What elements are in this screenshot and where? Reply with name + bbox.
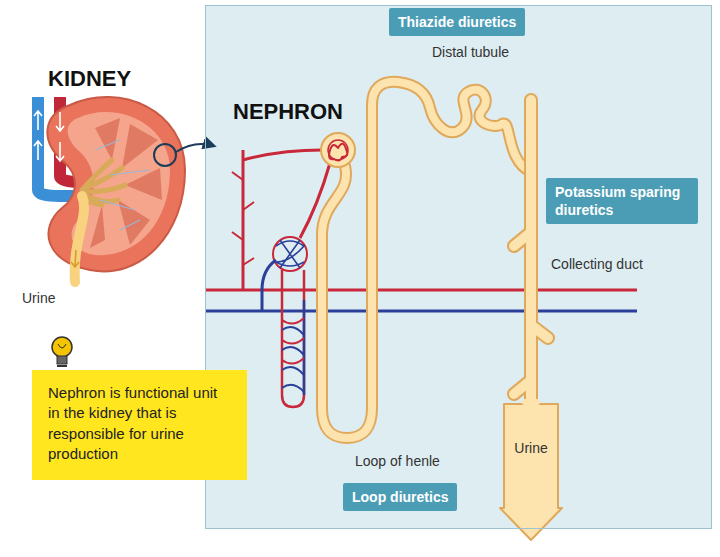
lightbulb-icon-part — [58, 344, 66, 348]
panel-heading: NEPHRON — [233, 99, 343, 125]
drug-label: Thiazide diuretics — [398, 13, 516, 31]
lightbulb-icon-part — [57, 365, 67, 367]
kidney-title: KIDNEY — [48, 66, 131, 92]
kidney-illustration-part — [95, 140, 150, 230]
note-text: Nephron is functional unit in the kidney… — [48, 383, 233, 464]
kidney-illustration-part-part — [56, 142, 64, 161]
nephron-tubule-part — [514, 100, 548, 410]
zoom-pointer-part — [154, 144, 176, 166]
note-box: Nephron is functional unit in the kidney… — [32, 370, 247, 480]
urine-label: Urine — [22, 290, 55, 306]
kidney-illustration-part-part — [56, 112, 64, 131]
nephron-tubule-part — [322, 82, 531, 438]
kidney-illustration-part-part — [82, 185, 125, 192]
nephron-tubule-part — [322, 82, 531, 438]
kidney-illustration-part-part — [34, 141, 42, 160]
kidney-illustration-part — [47, 97, 185, 271]
kidney-illustration — [34, 97, 185, 282]
nephron-tubule-part — [525, 399, 537, 405]
blood-vessels-part — [262, 260, 276, 311]
kidney-illustration-part — [75, 196, 84, 282]
nephron-tubule-part — [328, 140, 348, 160]
drug-label-box: Thiazide diuretics — [389, 8, 525, 36]
drug-label-box: Potassium sparing diuretics — [546, 178, 698, 224]
lightbulb-icon-part — [57, 356, 67, 364]
part-label: Loop of henle — [355, 453, 440, 469]
nephron-tubule-part — [514, 100, 548, 410]
kidney-illustration-part-part — [95, 118, 120, 160]
part-label: Distal tubule — [432, 44, 509, 60]
zoom-pointer-part — [176, 144, 214, 152]
kidney-illustration-part — [71, 250, 79, 267]
nephron-tubule-part — [500, 404, 562, 540]
drug-label-box: Loop diuretics — [343, 483, 457, 511]
kidney-illustration-part — [82, 160, 125, 205]
kidney-illustration-part — [34, 111, 64, 161]
blood-vessels-part — [243, 150, 322, 160]
urine-label: Urine — [514, 440, 547, 456]
part-label: Collecting duct — [551, 256, 643, 272]
kidney-illustration-part-part — [71, 250, 79, 267]
lightbulb-icon-part — [52, 337, 72, 357]
kidney-illustration-part-part — [90, 205, 105, 248]
drug-label: Loop diuretics — [352, 488, 448, 506]
blood-vessels-part — [273, 237, 307, 271]
blood-vessels-part — [242, 150, 245, 290]
blood-vessels-part — [282, 270, 304, 407]
kidney-illustration-part-part — [34, 111, 42, 130]
lightbulb-icon — [52, 337, 72, 366]
blood-vessels-part — [282, 318, 304, 364]
nephron-tubule-part — [321, 133, 355, 167]
blood-vessels-part — [232, 172, 254, 265]
blood-vessels-part — [205, 289, 637, 292]
blood-vessels-part — [276, 240, 304, 268]
kidney-illustration-part-part — [95, 140, 150, 230]
panel-ground — [205, 5, 712, 529]
blood-vessels-part — [205, 310, 637, 313]
drug-label: Potassium sparing diuretics — [555, 183, 689, 219]
nephron-tubule — [321, 82, 562, 540]
blood-vessels-part — [303, 300, 306, 395]
kidney-illustration-part-part — [122, 124, 158, 168]
